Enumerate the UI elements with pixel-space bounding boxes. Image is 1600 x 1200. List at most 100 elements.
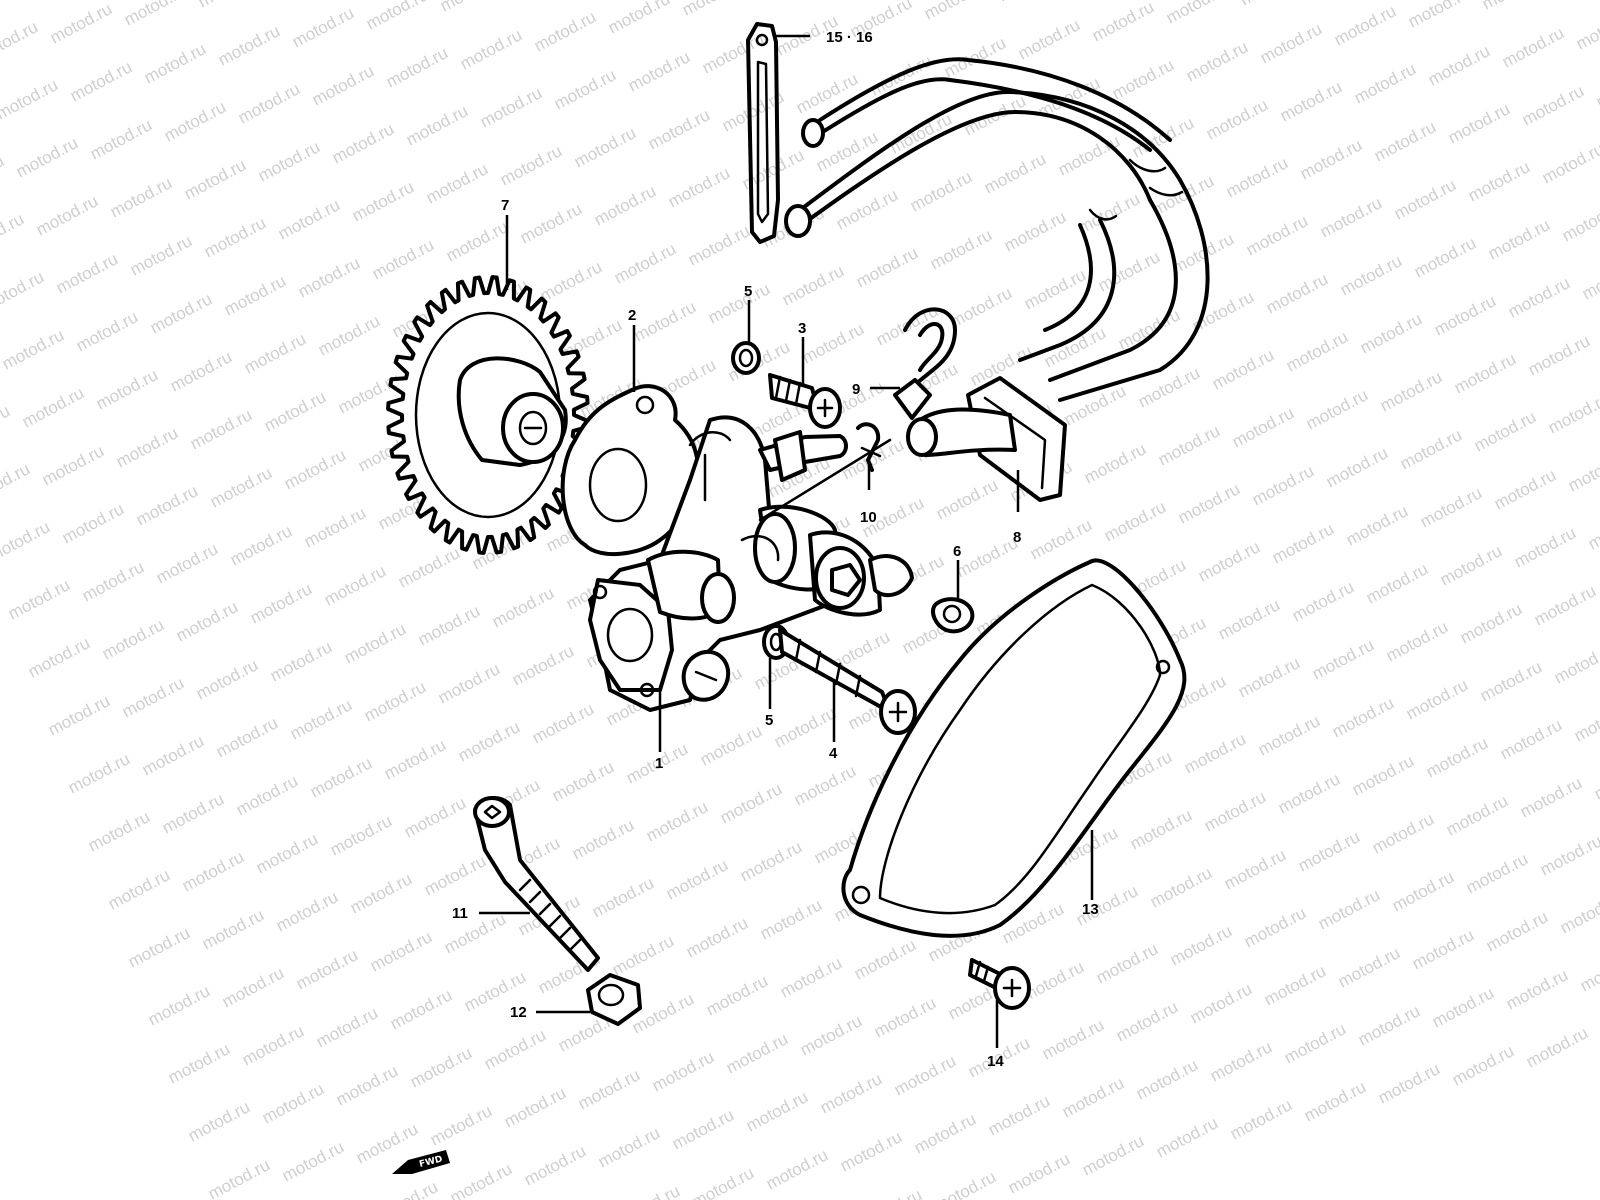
leader-lines xyxy=(479,34,1094,1048)
watermark-text: motod.ru xyxy=(0,517,53,565)
watermark-text: motod.ru xyxy=(119,673,187,721)
watermark-text: motod.ru xyxy=(1355,1001,1423,1049)
watermark-text: motod.ru xyxy=(363,0,431,34)
watermark-text: motod.ru xyxy=(737,837,805,885)
watermark-text: motod.ru xyxy=(309,61,377,109)
watermark-text: motod.ru xyxy=(13,133,81,181)
watermark-text: motod.ru xyxy=(221,271,289,319)
watermark-text: motod.ru xyxy=(1295,827,1363,875)
clamp-strap-part xyxy=(746,22,780,244)
watermark-text: motod.ru xyxy=(383,43,451,91)
watermark-text: motod.ru xyxy=(1039,1015,1107,1063)
watermark-text: motod.ru xyxy=(839,435,907,483)
watermark-text: motod.ru xyxy=(1545,389,1600,437)
callout-10: 10 xyxy=(860,509,877,526)
watermark-text: motod.ru xyxy=(1309,635,1377,683)
watermark-text: motod.ru xyxy=(39,441,107,489)
watermark-text: motod.ru xyxy=(45,691,113,739)
watermark-text: motod.ru xyxy=(871,993,939,1041)
cap-nut-part xyxy=(931,597,975,634)
watermark-text: motod.ru xyxy=(857,1185,925,1200)
watermark-text: motod.ru xyxy=(551,65,619,113)
callout-9: 9 xyxy=(852,381,860,398)
watermark-text: motod.ru xyxy=(497,141,565,189)
watermark-text: motod.ru xyxy=(341,619,409,667)
watermark-text: motod.ru xyxy=(1593,63,1600,111)
watermark-text: motod.ru xyxy=(73,307,141,355)
watermark-text: motod.ru xyxy=(1437,541,1505,589)
watermark-text: motod.ru xyxy=(259,1079,327,1127)
watermark-text: motod.ru xyxy=(215,21,283,69)
watermark-text: motod.ru xyxy=(181,155,249,203)
watermark-text: motod.ru xyxy=(609,931,677,979)
watermark-text: motod.ru xyxy=(481,1025,549,1073)
watermark-text: motod.ru xyxy=(779,261,847,309)
watermark-text: motod.ru xyxy=(67,57,135,105)
watermark-text: motod.ru xyxy=(107,173,175,221)
watermark-text: motod.ru xyxy=(777,953,845,1001)
watermark-text: motod.ru xyxy=(1227,1095,1295,1143)
watermark-text: motod.ru xyxy=(1081,439,1149,487)
callout-6: 6 xyxy=(953,543,961,560)
watermark-text: motod.ru xyxy=(631,297,699,345)
watermark-text: motod.ru xyxy=(1147,863,1215,911)
watermark-text: motod.ru xyxy=(1167,921,1235,969)
forward-direction-marker: FWD xyxy=(392,1150,450,1174)
watermark-text: motod.ru xyxy=(273,887,341,935)
watermark-text: motod.ru xyxy=(1331,1,1399,49)
watermark-text: motod.ru xyxy=(1465,157,1533,205)
watermark-text: motod.ru xyxy=(199,905,267,953)
watermark-text: motod.ru xyxy=(19,383,87,431)
watermark-text: motod.ru xyxy=(799,319,867,367)
watermark-text: motod.ru xyxy=(347,869,415,917)
watermark-text: motod.ru xyxy=(401,793,469,841)
watermark-text: motod.ru xyxy=(1093,939,1161,987)
watermark-text: motod.ru xyxy=(0,325,67,373)
watermark-text: motod.ru xyxy=(1377,367,1445,415)
watermark-text: motod.ru xyxy=(697,721,765,769)
watermark-text: motod.ru xyxy=(195,0,263,12)
watermark-text: motod.ru xyxy=(1371,117,1439,165)
watermark-text: motod.ru xyxy=(201,213,269,261)
cover-gasket-part xyxy=(841,558,1187,938)
watermark-text: motod.ru xyxy=(1163,0,1231,28)
watermark-text: motod.ru xyxy=(105,865,173,913)
watermark-text: motod.ru xyxy=(1491,465,1559,513)
watermark-text: motod.ru xyxy=(665,163,733,211)
watermark-text: motod.ru xyxy=(1471,407,1539,455)
watermark-text: motod.ru xyxy=(457,25,525,73)
watermark-text: motod.ru xyxy=(717,779,785,827)
watermark-text: motod.ru xyxy=(1275,769,1343,817)
watermark-text: motod.ru xyxy=(683,913,751,961)
watermark-text: motod.ru xyxy=(995,0,1063,6)
watermark-text: motod.ru xyxy=(1335,943,1403,991)
watermark-text: motod.ru xyxy=(1537,831,1600,879)
watermark-text: motod.ru xyxy=(0,267,47,315)
callout-5-lower: 5 xyxy=(765,712,773,729)
watermark-text: motod.ru xyxy=(125,923,193,971)
watermark-text: motod.ru xyxy=(1075,189,1143,237)
watermark-text: motod.ru xyxy=(833,185,901,233)
watermark-text: motod.ru xyxy=(837,1127,905,1175)
watermark-text: motod.ru xyxy=(147,289,215,337)
watermark-text: motod.ru xyxy=(5,575,73,623)
clip-part xyxy=(856,422,882,472)
watermark-text: motod.ru xyxy=(329,119,397,167)
oil-pump-body-part xyxy=(588,415,914,712)
watermark-text: motod.ru xyxy=(233,771,301,819)
watermark-text: motod.ru xyxy=(1297,135,1365,183)
watermark-text: motod.ru xyxy=(141,39,209,87)
watermark-text: motod.ru xyxy=(1503,965,1571,1013)
watermark-text: motod.ru xyxy=(1283,327,1351,375)
watermark-text: motod.ru xyxy=(0,17,41,65)
watermark-text: motod.ru xyxy=(575,1065,643,1113)
watermark-text: motod.ru xyxy=(1235,653,1303,701)
callout-labels: 15 · 16 7 2 5 3 9 10 8 6 1 5 4 13 11 12 … xyxy=(452,29,1099,1070)
watermark-text: motod.ru xyxy=(1531,581,1599,629)
watermark-text: motod.ru xyxy=(59,499,127,547)
watermark-text: motod.ru xyxy=(1525,331,1593,379)
callout-11: 11 xyxy=(452,905,468,922)
watermark-text: motod.ru xyxy=(853,243,921,291)
watermark-text: motod.ru xyxy=(1175,479,1243,527)
watermark-text: motod.ru xyxy=(1089,0,1157,46)
